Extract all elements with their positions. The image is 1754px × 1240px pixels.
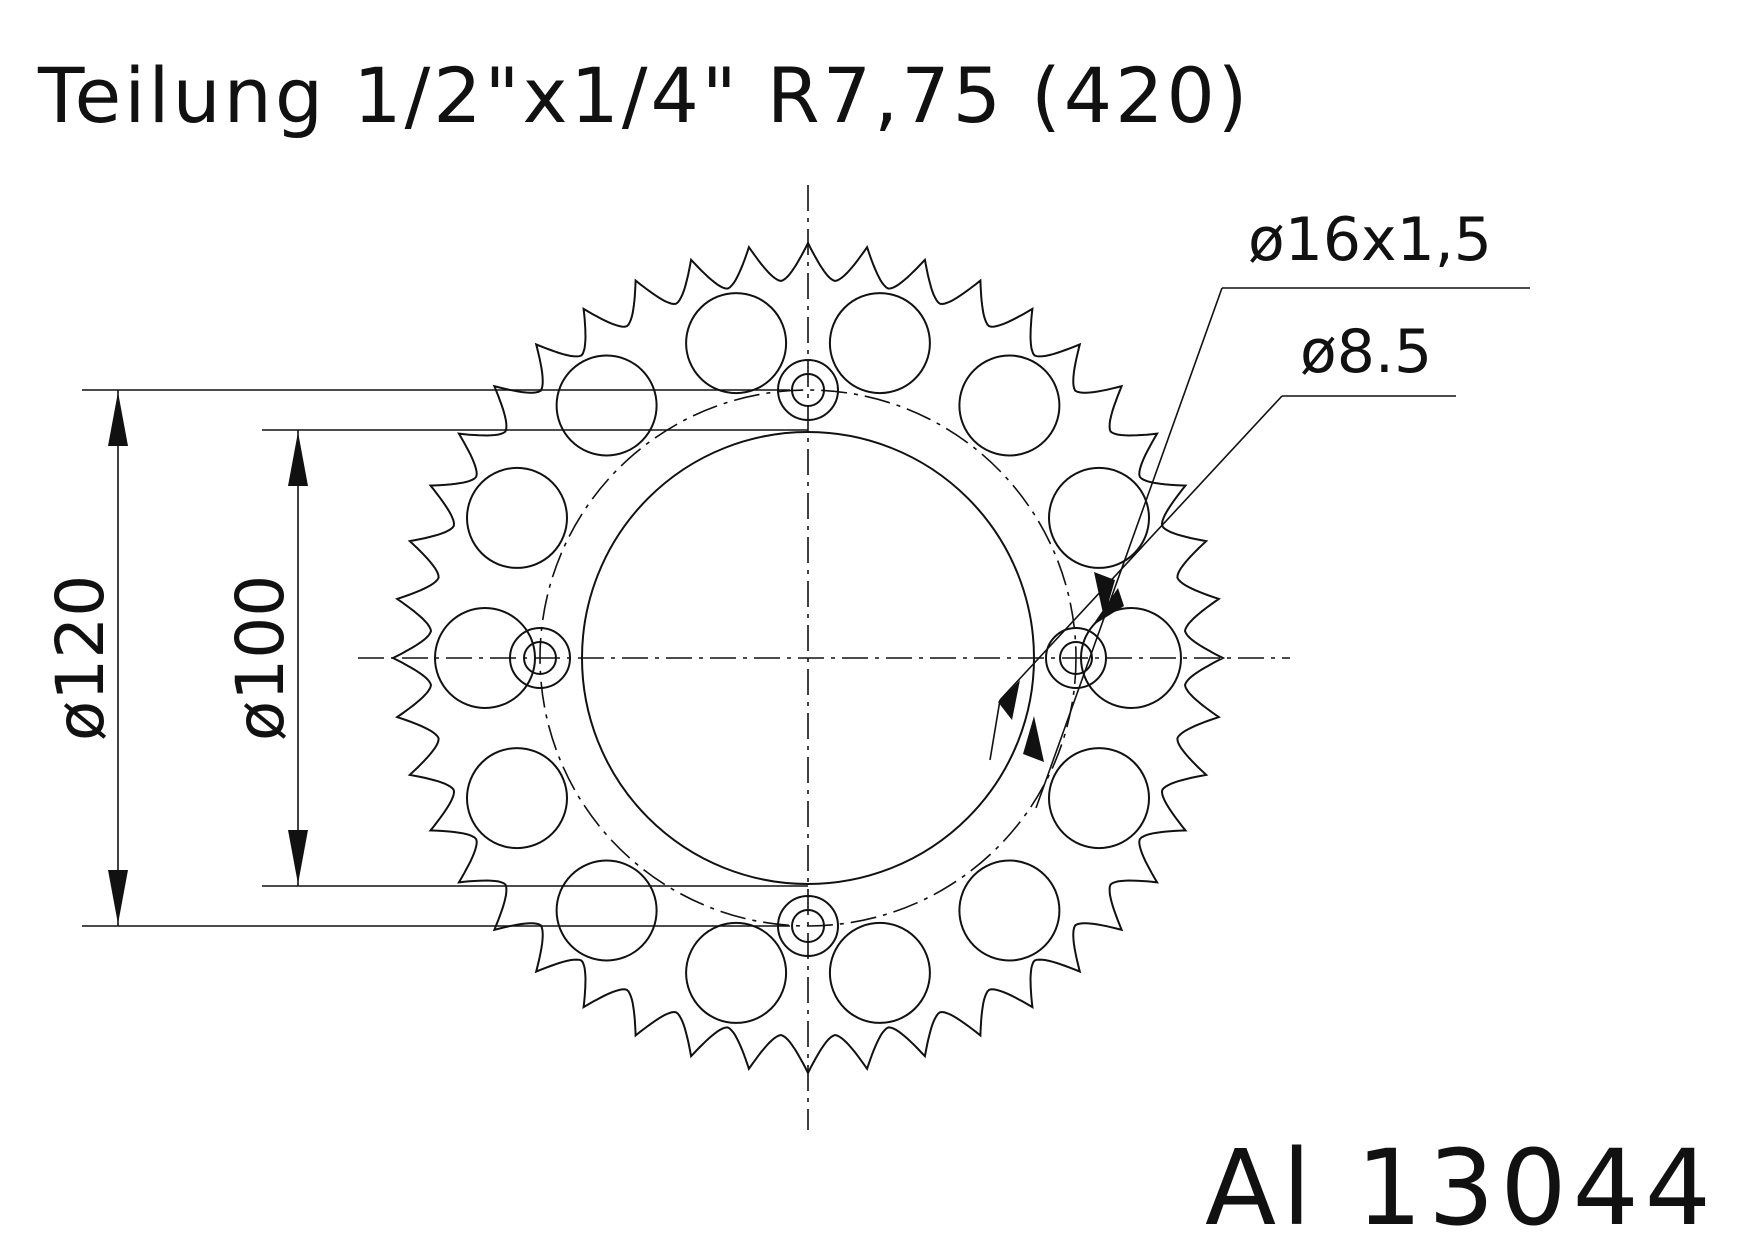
outer-hole-label: ø16x1,5 xyxy=(1248,205,1492,275)
mounting-hole xyxy=(1045,627,1107,689)
lightening-hole xyxy=(1048,466,1150,569)
lightening-hole xyxy=(466,466,568,569)
mounting-hole xyxy=(509,627,571,689)
sprocket-tooth-profile xyxy=(390,240,1226,1076)
leader-inner-hole: ø8.5 xyxy=(989,317,1456,761)
lightening-hole xyxy=(685,921,788,1024)
bolt-circle xyxy=(539,389,1077,927)
leader-outer-hole: ø16x1,5 xyxy=(1023,205,1530,809)
lightening-hole xyxy=(685,292,788,395)
part-number: Al 13044 xyxy=(1205,1127,1717,1240)
lightening-hole xyxy=(828,292,931,395)
lightening-holes xyxy=(434,292,1182,1024)
drawing-title: Teilung 1/2"x1/4" R7,75 (420) xyxy=(37,51,1250,140)
lightening-hole xyxy=(958,859,1061,962)
dimension-bolt-circle: ø120 xyxy=(42,389,790,927)
inner-hole-label: ø8.5 xyxy=(1300,317,1432,387)
bolt-circle-label: ø120 xyxy=(42,575,119,741)
dimension-center-bore: ø100 xyxy=(222,429,808,887)
center-bore xyxy=(581,431,1035,885)
lightening-hole xyxy=(555,354,658,457)
lightening-hole xyxy=(958,354,1061,457)
lightening-hole xyxy=(555,859,658,962)
lightening-hole xyxy=(434,607,536,709)
lightening-hole xyxy=(828,921,931,1024)
lightening-hole xyxy=(1048,747,1150,850)
lightening-hole xyxy=(466,747,568,850)
center-bore-label: ø100 xyxy=(222,575,299,741)
lightening-hole xyxy=(1080,607,1182,709)
